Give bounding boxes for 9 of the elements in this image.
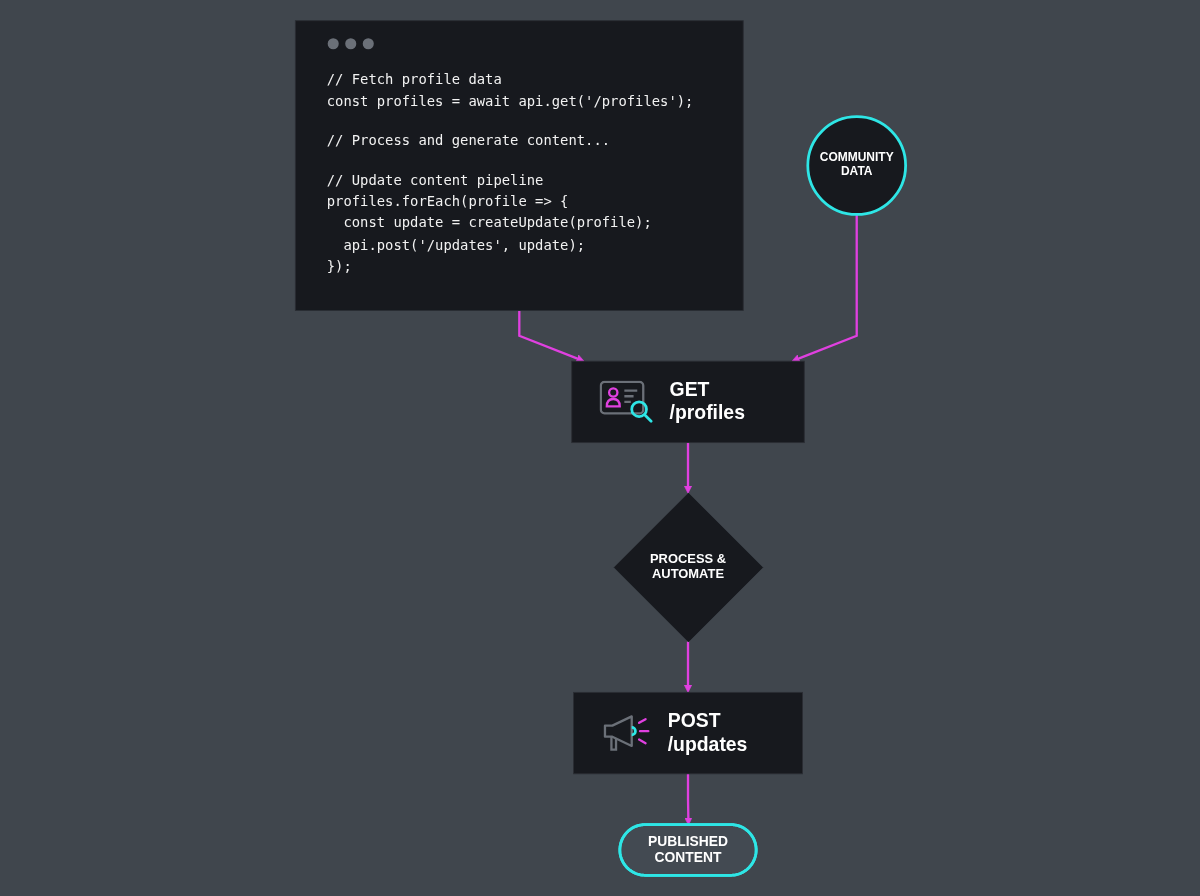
node-box: // Fetch profile data const profiles = await api.get('/profiles'); // Process and generate content... // Update content pipeline profiles.forEach(profile => { const update = createUpdate(profile); api.post('/updates', update); }); xyxy=(294,20,744,311)
node-box: POST /updates xyxy=(572,691,803,775)
arrow xyxy=(683,641,692,693)
arrow xyxy=(791,214,858,363)
node-circle: COMMUNITY DATA xyxy=(805,115,907,216)
node-box: GET /profiles xyxy=(570,360,805,443)
node-diamond: PROCESS & AUTOMATE xyxy=(613,492,763,643)
arrow xyxy=(517,310,584,363)
arrow xyxy=(683,442,692,494)
